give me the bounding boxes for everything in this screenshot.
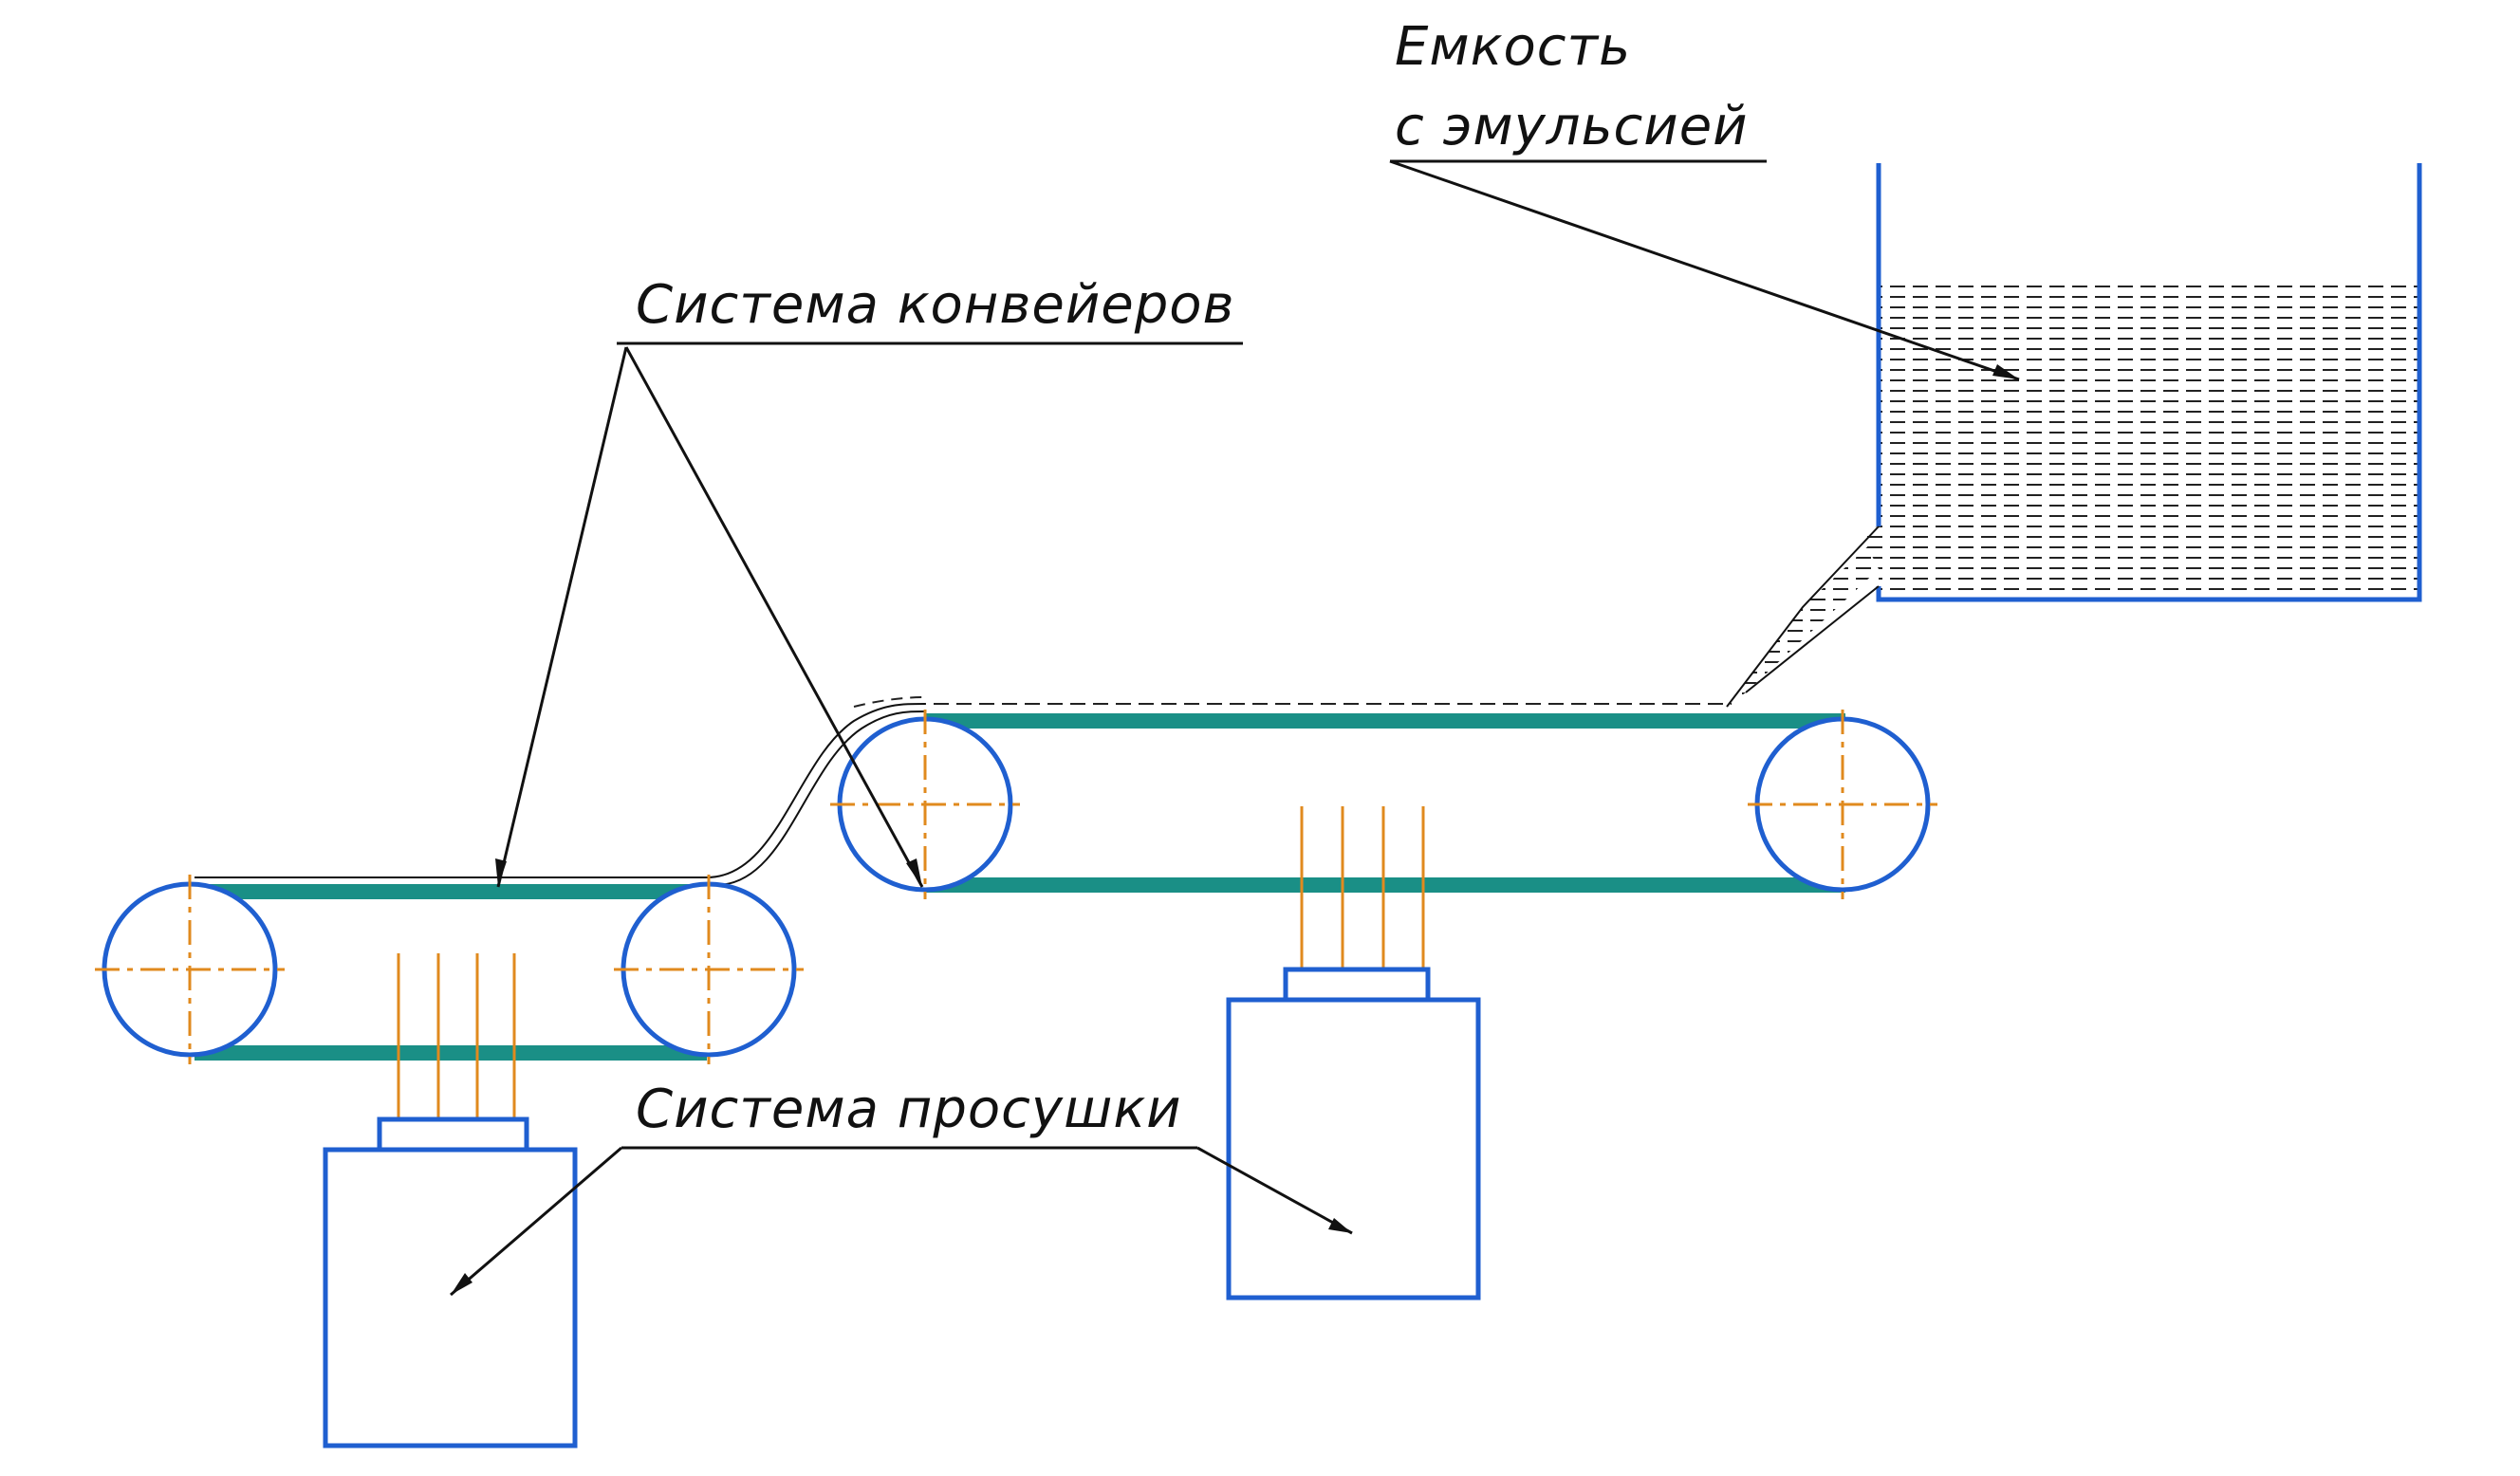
dryer-nozzle: [377, 1116, 529, 1153]
label-conveyors: Система конвейеров: [636, 274, 1235, 336]
film-sheet: [195, 703, 926, 886]
dryer-left: [323, 953, 578, 1448]
upper-left-pulley: [830, 710, 1020, 899]
lower-right-pulley: [614, 875, 804, 1064]
emulsion-liquid: [1860, 283, 2418, 598]
tank-spout: [1726, 526, 1880, 708]
label-drying: Система просушки: [636, 1079, 1182, 1140]
tank-wall: [1876, 163, 2422, 602]
heat-rays: [1300, 806, 1425, 969]
upper-right-pulley: [1748, 710, 1937, 899]
heat-rays: [397, 953, 516, 1119]
emulsion-tank: [1726, 163, 2422, 708]
dryer-body: [323, 1147, 578, 1448]
label-container-line1: Емкость: [1395, 16, 1631, 78]
lower-conveyor: [95, 875, 804, 1064]
lower-left-pulley: [95, 875, 285, 1064]
spout-liquid: [1727, 541, 1879, 707]
upper-conveyor: [830, 710, 1937, 899]
arrowheads: [451, 364, 2019, 1295]
dryer-nozzle: [1283, 967, 1431, 1003]
leader-lines: [450, 159, 2020, 1297]
dryer-body: [1226, 997, 1481, 1301]
label-container-line2: с эмульсией: [1395, 96, 1749, 157]
dryer-right: [1226, 806, 1481, 1301]
